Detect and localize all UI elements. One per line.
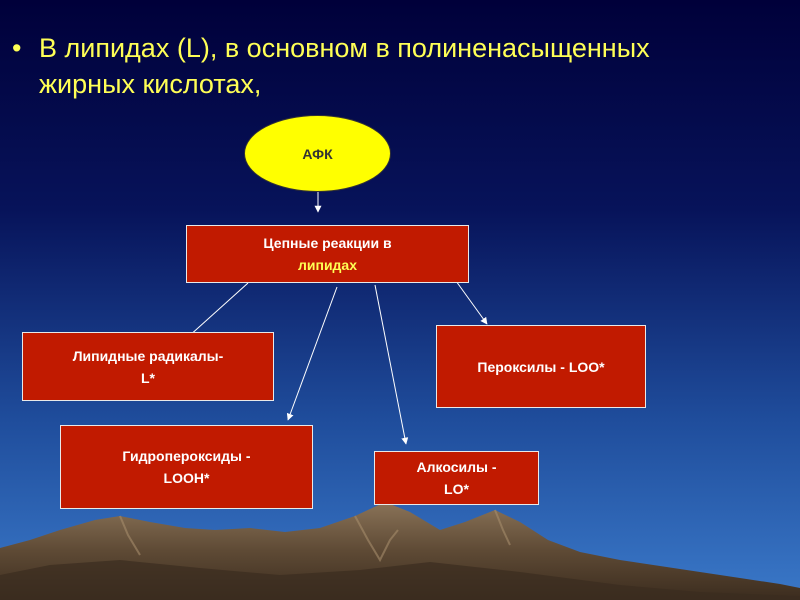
heading-suffix: ), в основном в полиненасыщенных жирных … [39,33,650,99]
alkoxyls-box: Алкосилы - LO* [374,451,539,505]
source-node-label: АФК [302,145,333,162]
heading-text: В липидах (L), в основном в полиненасыще… [39,30,719,102]
bullet-icon: • [12,33,22,63]
alkoxyls-line2: LO* [444,481,469,497]
heading-prefix: В липидах ( [39,33,186,63]
chain-reactions-line2: липидах [297,257,358,273]
arrow-to-peroxyls [455,280,488,325]
hydroperoxides-line2: LOOH* [163,470,210,486]
heading-letter: L [185,33,201,63]
chain-reactions-line1: Цепные реакции в [263,235,392,251]
peroxyls-box: Пероксилы - LOO* [436,325,646,408]
peroxyls-label: Пероксилы - LOO* [477,358,605,375]
hydroperoxides-line1: Гидропероксиды - [122,448,251,464]
lipid-radicals-line2: L* [140,369,155,386]
hydroperoxides-box: Гидропероксиды - LOOH* [60,425,313,509]
arrow-to-alkoxyls [374,284,409,445]
lipid-radicals-line1: Липидные радикалы- [72,347,224,364]
source-node-afk: АФК [244,115,391,192]
lipid-radicals-box: Липидные радикалы- L* [22,332,274,401]
chain-reactions-box: Цепные реакции в липидах [186,225,469,283]
arrow-to-hydroperoxides [286,286,338,421]
alkoxyls-line1: Алкосилы - [416,459,497,475]
